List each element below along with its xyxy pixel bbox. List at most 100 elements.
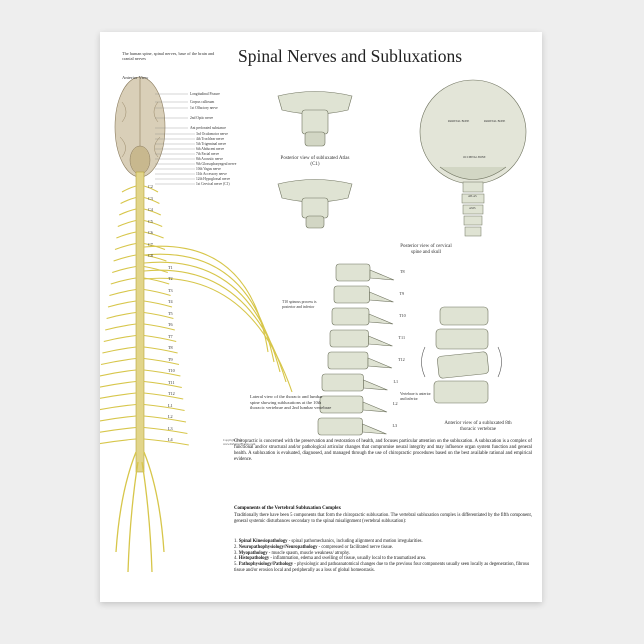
spinous-process xyxy=(368,313,394,325)
nerve-branch xyxy=(143,300,173,308)
anterior-thoracic-illustration xyxy=(421,306,502,404)
component-number: 3. xyxy=(234,550,238,556)
vertebra-label: T2 xyxy=(168,276,173,281)
page-title: Spinal Nerves and Subluxations xyxy=(238,46,463,66)
copyright-line: Copyright 2014 xyxy=(223,438,242,442)
vertebra-label: T11 xyxy=(168,379,175,385)
spinal-cord-illustration xyxy=(100,171,293,573)
component-desc: - spinal pathomechanics, including align… xyxy=(287,539,423,544)
nerve-branch xyxy=(143,208,162,216)
intro-text: The human spine, spinal nerves, base of … xyxy=(122,51,215,61)
components-intro: Traditionally there have been 5 componen… xyxy=(234,513,532,524)
nerve-branch xyxy=(143,231,164,239)
nerve-branch xyxy=(143,426,188,435)
nerve-branch xyxy=(143,415,187,423)
atlas-c1-illustration xyxy=(277,91,353,229)
brain-label: 3rd Oculomotor nerve xyxy=(196,132,228,136)
nerve-branch xyxy=(106,311,137,320)
spinous-process xyxy=(362,401,388,413)
brain-label: 2nd Optic nerve xyxy=(190,116,214,120)
spinous-process xyxy=(367,357,393,369)
vertebra-label: C4 xyxy=(148,207,153,212)
component-number: 5. xyxy=(234,562,238,568)
nerve-branch xyxy=(100,438,137,445)
t10-note: T10 spinous process is posterior and inf… xyxy=(282,300,317,309)
vertebra-label: C3 xyxy=(148,195,153,201)
brain-label: 11th Accessory nerve xyxy=(196,172,227,176)
vertebra-label: T12 xyxy=(168,391,175,396)
brain-label: 5th Trigeminal nerve xyxy=(196,142,227,146)
nerve-branch xyxy=(100,426,137,433)
brain-label: 9th Glossopharyngeal nerve xyxy=(196,162,237,166)
brain-label: 4th Trochlear nerve xyxy=(196,137,225,141)
component-desc: - muscle spasm, muscle weakness/ atrophy… xyxy=(267,550,351,556)
vertebra-label: C5 xyxy=(148,218,153,224)
skull-bone-label: OCCIPITAL BONE xyxy=(463,156,486,159)
components-heading: Components of the Vertebral Subluxation … xyxy=(234,506,341,511)
nerve-branch xyxy=(100,392,137,399)
brain-label: 1st Olfactory nerve xyxy=(190,106,218,110)
lateral-vertebra xyxy=(317,417,363,436)
lateral-vertebra-label: T11 xyxy=(398,335,406,340)
vertebrae-note: Vertebrae is anterior and inferior xyxy=(400,392,431,401)
lateral-vertebra xyxy=(321,373,364,392)
brain-label: 10th Vagus nerve xyxy=(196,167,221,171)
lumbar-caption: Lateral view of the thoracic and lumbar … xyxy=(250,394,332,411)
skull-bone-label: PARIETAL BONE xyxy=(484,120,506,123)
nerve-branch xyxy=(100,357,137,366)
nerve-branch xyxy=(102,346,137,354)
skull-bone-label: AXIS xyxy=(469,207,476,210)
anterior-caption: Anterior view of a subluxated 8th thorac… xyxy=(444,421,512,432)
brain-label: Ant perforated substance xyxy=(190,126,226,130)
brachial-nerve xyxy=(143,277,293,393)
nerve-branch xyxy=(110,277,137,285)
vertebra-label: T10 xyxy=(168,368,175,373)
lateral-vertebra-label: T8 xyxy=(400,269,405,274)
nerve-branch xyxy=(143,438,189,446)
brain-label: 8th Acoustic nerve xyxy=(196,157,223,161)
component-item: 3. Myopathology - muscle spasm, muscle w… xyxy=(234,551,534,557)
component-item: 5. Pathophysiology/Pathology - physiolog… xyxy=(234,562,534,574)
spinous-process xyxy=(369,291,394,303)
nerve-branch xyxy=(121,185,137,193)
nerve-branch xyxy=(143,323,175,331)
poster: Spinal Nerves and Subluxations The human… xyxy=(100,32,542,602)
vertebra-label: L2 xyxy=(168,414,173,419)
vertebra-label: C6 xyxy=(148,230,153,235)
nerve-branch xyxy=(143,334,177,343)
spinous-process xyxy=(362,423,387,435)
nerve-branch xyxy=(107,300,137,308)
nerve-branch xyxy=(143,346,178,354)
skull-illustration xyxy=(419,79,527,237)
nerve-branch xyxy=(143,288,171,297)
nerve-branch xyxy=(100,369,137,377)
nerve-branch xyxy=(143,219,163,228)
component-desc: - physiologic and pathoanatomical change… xyxy=(234,562,530,573)
spinous-process xyxy=(369,269,395,281)
nerve-branch xyxy=(143,380,182,389)
vertebra-label: T6 xyxy=(168,322,173,327)
nerve-branch xyxy=(113,254,137,262)
vertebra-label: C2 xyxy=(148,184,153,189)
nerve-branch xyxy=(120,196,137,204)
lateral-vertebra-label: T9 xyxy=(399,291,405,296)
brain-illustration xyxy=(114,76,166,178)
nerve-branch xyxy=(117,219,137,228)
vertebra-label: L1 xyxy=(168,402,173,408)
nerve-branch xyxy=(100,403,137,411)
nerve-branch xyxy=(100,380,137,388)
brain-label: 12th Hypoglossal nerve xyxy=(196,177,231,181)
lateral-vertebra xyxy=(335,263,371,282)
nerve-branch xyxy=(103,334,137,343)
nerve-branch xyxy=(116,231,137,239)
spinous-process xyxy=(363,379,388,391)
lateral-vertebra xyxy=(331,307,370,326)
brain-label: 7th Facial nerve xyxy=(196,152,220,156)
component-number: 1. xyxy=(234,539,238,544)
vertebra-label: T5 xyxy=(168,310,173,316)
copyright-block: Copyright 2014 www.ItsSpinalFlames.com xyxy=(223,438,255,446)
component-item: 4. Histopathology - inflammation, edema … xyxy=(234,556,534,562)
nerve-branch xyxy=(100,415,137,422)
vertebra-label: T4 xyxy=(168,299,173,304)
vertebra-label: C7 xyxy=(148,241,153,247)
